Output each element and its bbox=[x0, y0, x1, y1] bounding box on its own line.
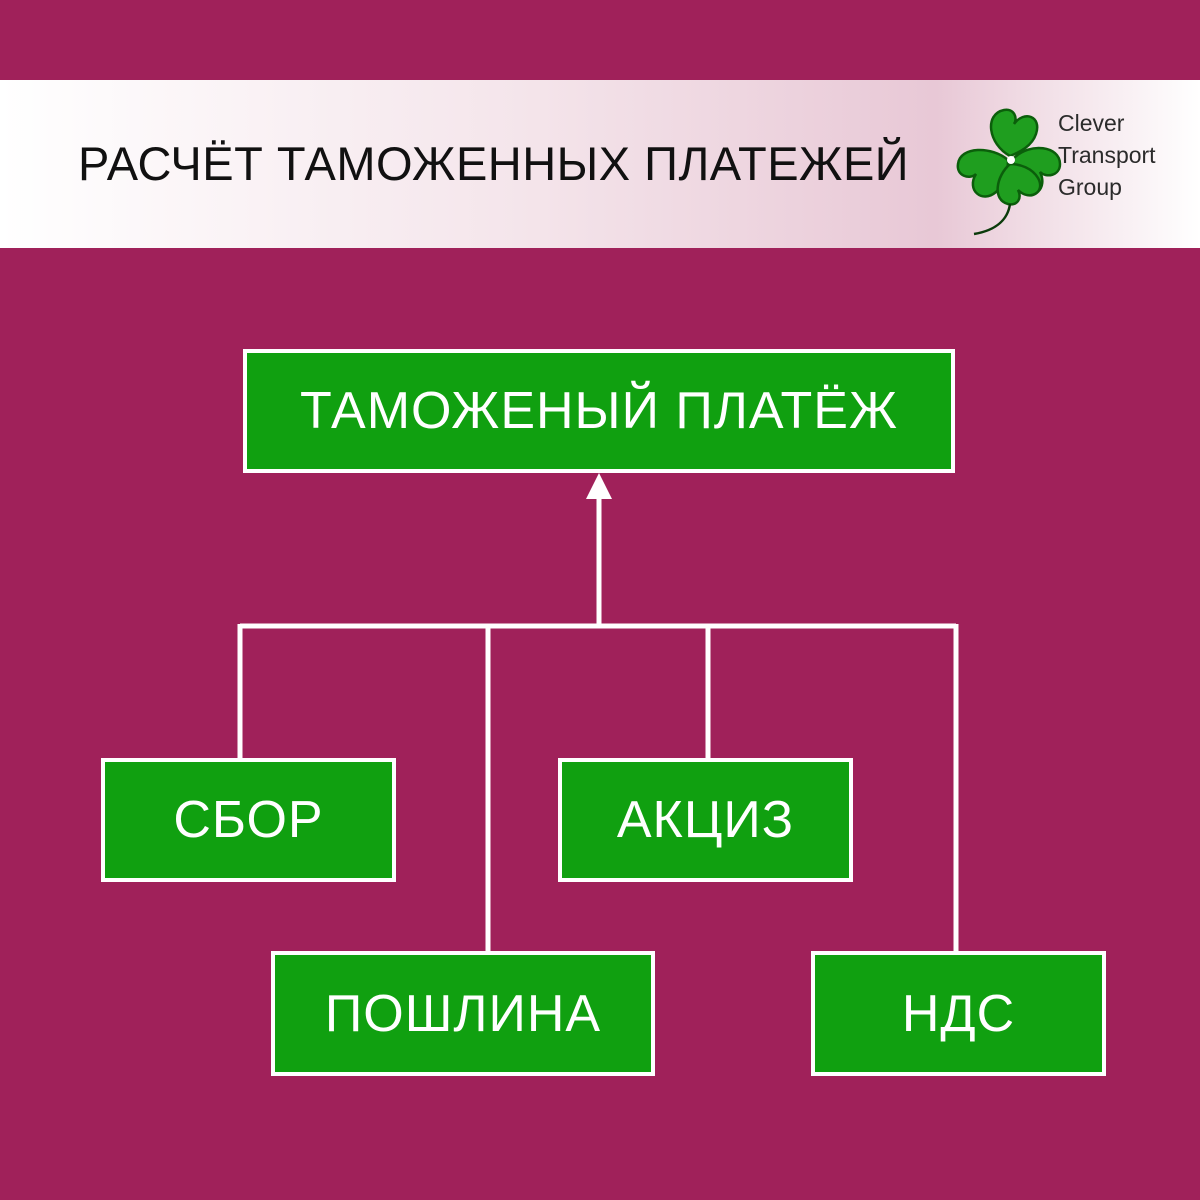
node-vat: НДС bbox=[811, 951, 1106, 1076]
logo-text: Clever Transport Group bbox=[1058, 107, 1156, 203]
arrow-up-icon bbox=[586, 473, 612, 499]
root-node-customs-payment: ТАМОЖЕНЫЙ ПЛАТЁЖ bbox=[243, 349, 955, 473]
logo-line-2: Transport bbox=[1058, 142, 1156, 168]
page-title: РАСЧЁТ ТАМОЖЕННЫХ ПЛАТЕЖЕЙ bbox=[78, 137, 910, 190]
logo-line-3: Group bbox=[1058, 174, 1122, 200]
node-excise: АКЦИЗ bbox=[558, 758, 853, 882]
node-fee: СБОР bbox=[101, 758, 396, 882]
logo-line-1: Clever bbox=[1058, 110, 1125, 136]
node-duty: ПОШЛИНА bbox=[271, 951, 655, 1076]
clover-icon bbox=[956, 108, 1062, 236]
